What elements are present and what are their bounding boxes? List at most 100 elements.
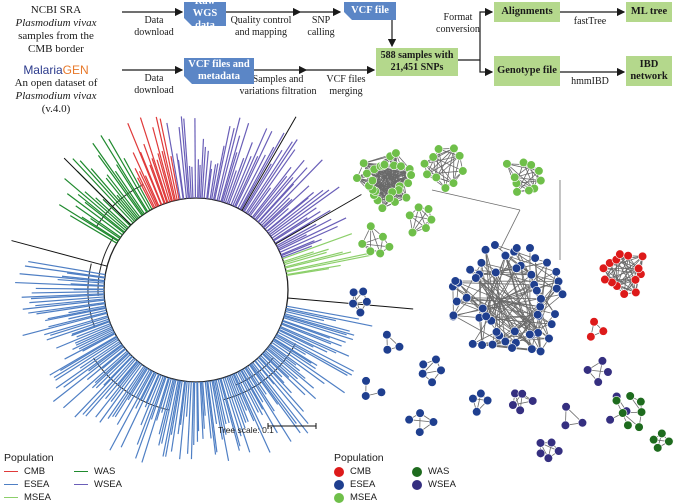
tree-outlier-branch (12, 241, 108, 267)
network-node-wsea (518, 389, 527, 398)
network-node-msea (404, 179, 413, 188)
msea-dot (334, 493, 344, 503)
network-node-was (649, 435, 658, 444)
network-node-esea (468, 340, 477, 349)
tree-legend-was-label: WAS (94, 466, 115, 477)
network-node-esea (405, 415, 414, 424)
network-node-esea (418, 369, 427, 378)
network-edge (432, 190, 520, 210)
tree-legend-esea: ESEA (4, 479, 74, 490)
network-node-cmb (616, 250, 625, 259)
tree-branch-wsea (260, 160, 322, 224)
network-node-msea (525, 186, 534, 195)
network-legend-cmb: CMB (334, 466, 412, 477)
network-node-esea (478, 304, 487, 313)
network-node-msea (414, 203, 423, 212)
network-node-cmb (624, 251, 633, 260)
network-node-esea (526, 330, 535, 339)
network-node-cmb (587, 332, 596, 341)
network-node-wsea (604, 368, 613, 377)
network-node-esea (449, 311, 458, 320)
network-node-wsea (536, 439, 545, 448)
network-node-wsea (509, 401, 518, 410)
cmb-swatch (4, 471, 18, 472)
network-node-esea (547, 320, 556, 329)
tree-branch-wsea (199, 165, 200, 198)
tree-branch-esea (55, 340, 118, 381)
network-node-esea (416, 409, 425, 418)
network-node-esea (491, 241, 500, 250)
cmb-dot (334, 467, 344, 477)
was-dot (412, 467, 422, 477)
network-node-msea (420, 159, 429, 168)
network-node-msea (405, 211, 414, 220)
network-node-msea (536, 176, 545, 185)
network-node-msea (397, 162, 406, 171)
network-legend-msea-label: MSEA (350, 492, 377, 503)
network-node-esea (545, 334, 554, 343)
network-legend-msea: MSEA (334, 492, 412, 503)
tree-legend: Population CMB WAS ESEA WSEA MSEA (4, 452, 154, 503)
network-node-msea (527, 161, 536, 170)
network-node-esea (359, 287, 368, 296)
network-node-esea (528, 345, 537, 354)
network-node-msea (353, 174, 362, 183)
network-node-esea (477, 389, 486, 398)
network-legend-wsea-label: WSEA (428, 479, 456, 490)
network-node-msea (407, 171, 416, 180)
network-node-esea (469, 394, 478, 403)
network-node-esea (488, 340, 497, 349)
network-node-cmb (601, 275, 610, 284)
network-node-msea (376, 249, 385, 258)
tree-branch-cmb (128, 123, 161, 205)
network-node-esea (349, 288, 358, 297)
network-node-wsea (516, 406, 525, 415)
network-legend: Population CMB WAS ESEA WSEA MSEA (334, 452, 514, 503)
network-node-was (665, 437, 674, 446)
network-node-esea (512, 244, 521, 253)
tree-legend-esea-label: ESEA (24, 479, 49, 490)
network-legend-wsea: WSEA (412, 479, 502, 490)
network-node-esea (377, 388, 386, 397)
network-node-msea (385, 194, 394, 203)
esea-swatch (4, 484, 18, 485)
network-node-esea (452, 297, 461, 306)
network-node-esea (511, 327, 520, 336)
tree-branch-esea (32, 292, 104, 293)
tree-branch-esea (191, 382, 193, 459)
network-node-esea (437, 366, 446, 375)
was-swatch (74, 471, 88, 472)
network-node-esea (483, 396, 492, 405)
network-node-wsea (562, 403, 571, 412)
network-node-msea (429, 153, 438, 162)
tree-branch-esea (53, 347, 123, 402)
tree-branch-cmb (144, 144, 165, 203)
network-node-was (653, 444, 662, 453)
network-node-esea (415, 428, 424, 437)
network-node-wsea (554, 447, 563, 456)
network-node-esea (349, 299, 358, 308)
network-node-msea (503, 160, 512, 169)
network-node-esea (527, 270, 536, 279)
network-node-cmb (632, 288, 641, 297)
network-node-cmb (620, 290, 629, 299)
network-node-msea (408, 228, 417, 237)
network-node-msea (385, 243, 394, 252)
network-node-esea (383, 345, 392, 354)
tree-branch-esea (220, 379, 239, 451)
network-node-msea (422, 224, 431, 233)
network-node-was (612, 396, 621, 405)
network-node-msea (450, 144, 459, 153)
tree-scale-label: Tree scale: 0.1 (218, 425, 274, 435)
network-legend-was: WAS (412, 466, 502, 477)
network-node-esea (537, 295, 546, 304)
network-node-msea (432, 173, 441, 182)
network-node-msea (368, 176, 377, 185)
network-node-msea (359, 159, 368, 168)
network-legend-was-label: WAS (428, 466, 449, 477)
network-node-msea (423, 170, 432, 179)
wsea-swatch (74, 484, 88, 485)
tree-legend-wsea-label: WSEA (94, 479, 122, 490)
network-node-esea (383, 330, 392, 339)
network-node-esea (501, 251, 510, 260)
